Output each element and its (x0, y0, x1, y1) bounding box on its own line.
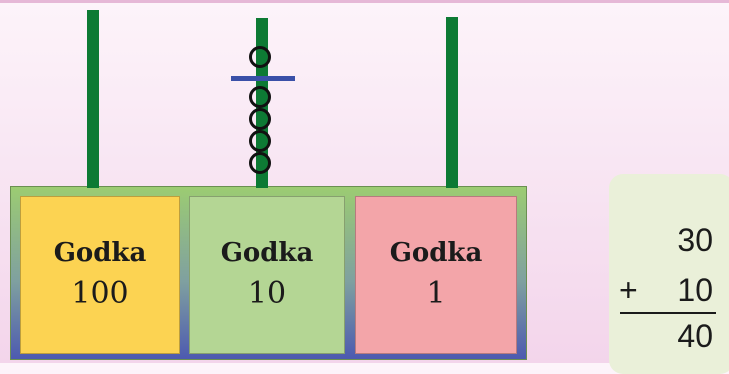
place-value-label: Godka (389, 238, 483, 268)
place-value-hundreds: Godka 100 (20, 196, 180, 354)
bead-tens-5 (249, 152, 271, 174)
sum-panel (609, 174, 729, 374)
bead-tens-1 (249, 46, 271, 68)
bead-divider (231, 76, 295, 81)
sum-result: 40 (677, 318, 713, 354)
top-border (0, 0, 729, 3)
bead-tens-4 (249, 130, 271, 152)
bead-tens-2 (249, 86, 271, 108)
sum-rule-line (620, 312, 716, 314)
place-value-number: 1 (426, 276, 446, 311)
bead-tens-3 (249, 108, 271, 130)
place-value-label: Godka (53, 238, 147, 268)
place-value-number: 10 (247, 276, 287, 311)
rod-ones (446, 17, 458, 188)
rod-hundreds (87, 10, 99, 188)
sum-operator: + (619, 272, 638, 308)
place-value-number: 100 (71, 276, 129, 311)
place-value-tens: Godka 10 (189, 196, 345, 354)
sum-addend-b: 10 (677, 272, 713, 308)
sum-addend-a: 30 (677, 222, 713, 258)
place-value-label: Godka (220, 238, 314, 268)
place-value-ones: Godka 1 (355, 196, 517, 354)
